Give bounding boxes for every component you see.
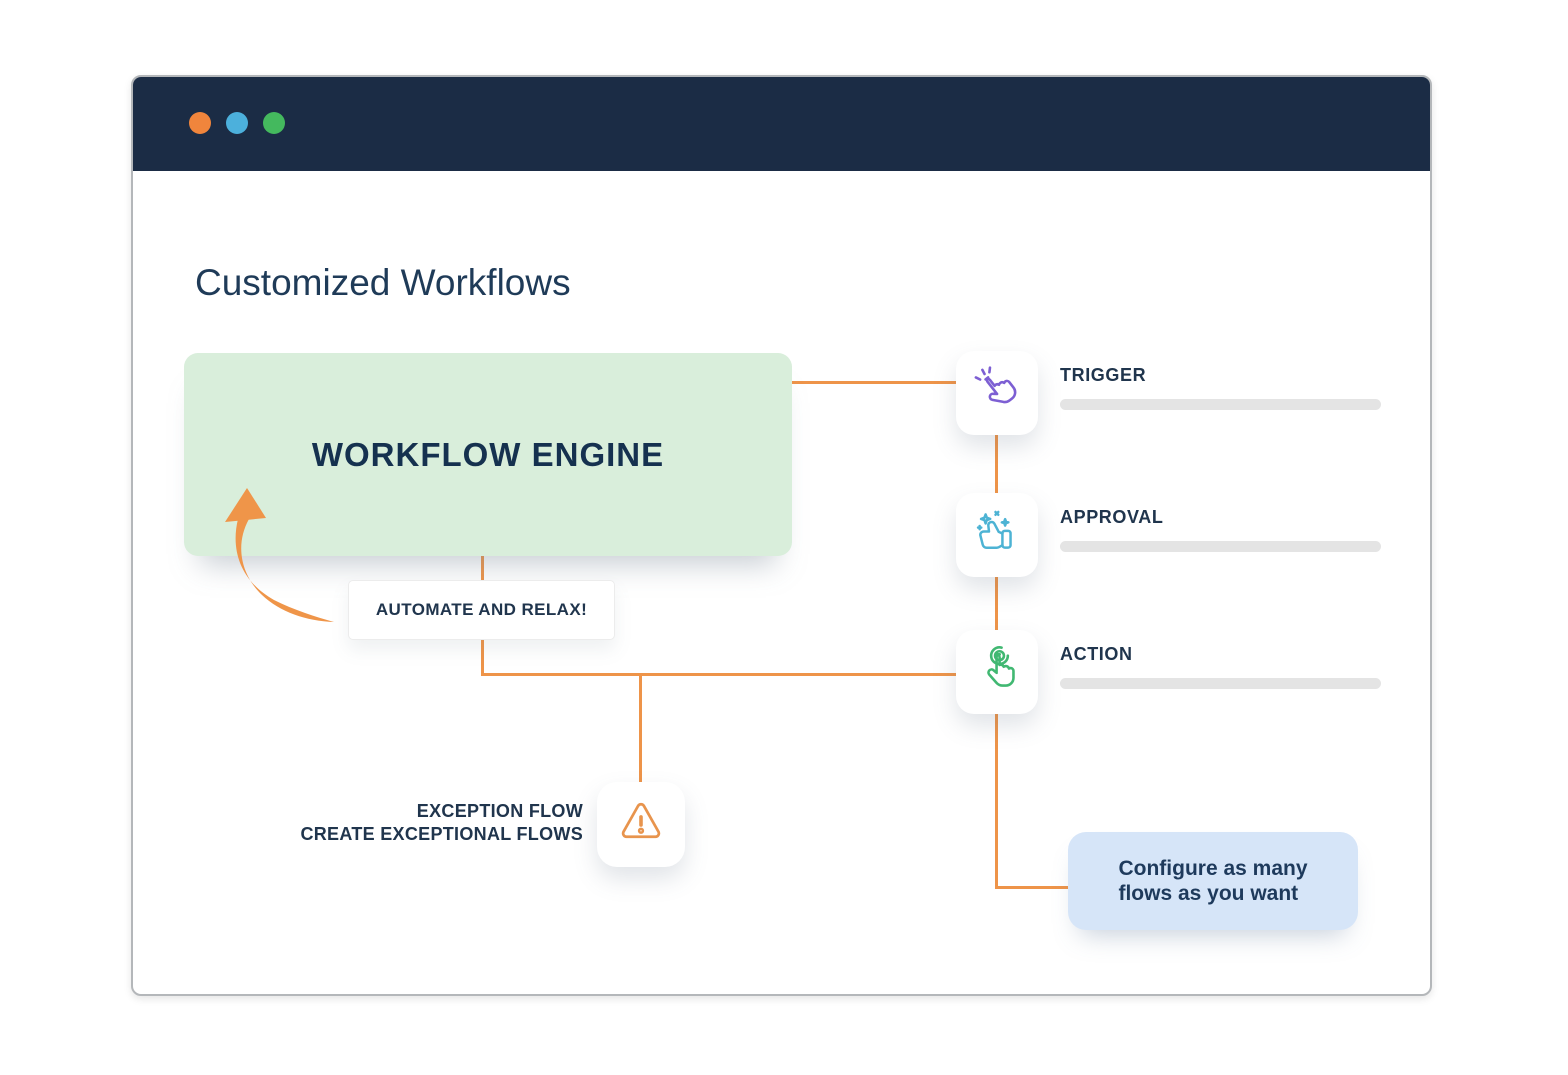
- curved-arrow-icon: [225, 488, 334, 622]
- connector-engine-to-trigger: [792, 381, 959, 384]
- workflow-engine-label: WORKFLOW ENGINE: [311, 435, 665, 473]
- configure-note-line2: flows as you want: [1118, 882, 1299, 905]
- browser-titlebar: [133, 77, 1430, 171]
- tap-hand-icon: [971, 644, 1023, 701]
- approval-card: [956, 493, 1038, 577]
- window-control-orange-dot[interactable]: [189, 112, 211, 134]
- connector-to-note: [995, 886, 1073, 889]
- click-hand-icon: [971, 365, 1023, 422]
- action-card: [956, 630, 1038, 714]
- warning-triangle-icon: [614, 795, 668, 854]
- connector-approval-to-action: [995, 577, 998, 630]
- browser-window: Customized Workflows WORKFLOW ENGINE AUT…: [131, 75, 1432, 996]
- approval-placeholder-bar: [1060, 541, 1381, 552]
- thumbs-up-sparkles-icon: [971, 507, 1023, 564]
- trigger-card: [956, 351, 1038, 435]
- connector-main-horizontal: [481, 673, 959, 676]
- exception-flow-line1: EXCEPTION FLOW: [416, 801, 583, 821]
- exception-flow-text: EXCEPTION FLOW CREATE EXCEPTIONAL FLOWS: [300, 800, 583, 846]
- configure-note: Configure as many flows as you want: [1068, 832, 1358, 930]
- connector-trigger-to-approval: [995, 435, 998, 493]
- action-placeholder-bar: [1060, 678, 1381, 689]
- automate-label: AUTOMATE AND RELAX!: [375, 600, 588, 619]
- page-title: Customized Workflows: [195, 261, 571, 303]
- automate-callout: AUTOMATE AND RELAX!: [348, 580, 615, 640]
- connector-branch-to-exception: [639, 673, 642, 785]
- trigger-placeholder-bar: [1060, 399, 1381, 410]
- exception-card: [597, 782, 685, 867]
- trigger-label: TRIGGER: [1060, 365, 1147, 385]
- configure-note-line1: Configure as many: [1118, 857, 1308, 880]
- exception-flow-line2: CREATE EXCEPTIONAL FLOWS: [300, 824, 583, 844]
- window-control-blue-dot[interactable]: [226, 112, 248, 134]
- action-label: ACTION: [1060, 644, 1133, 664]
- approval-label: APPROVAL: [1060, 507, 1164, 527]
- connector-action-down: [995, 714, 998, 889]
- workflow-engine-box: WORKFLOW ENGINE: [184, 353, 792, 556]
- window-control-green-dot[interactable]: [263, 112, 285, 134]
